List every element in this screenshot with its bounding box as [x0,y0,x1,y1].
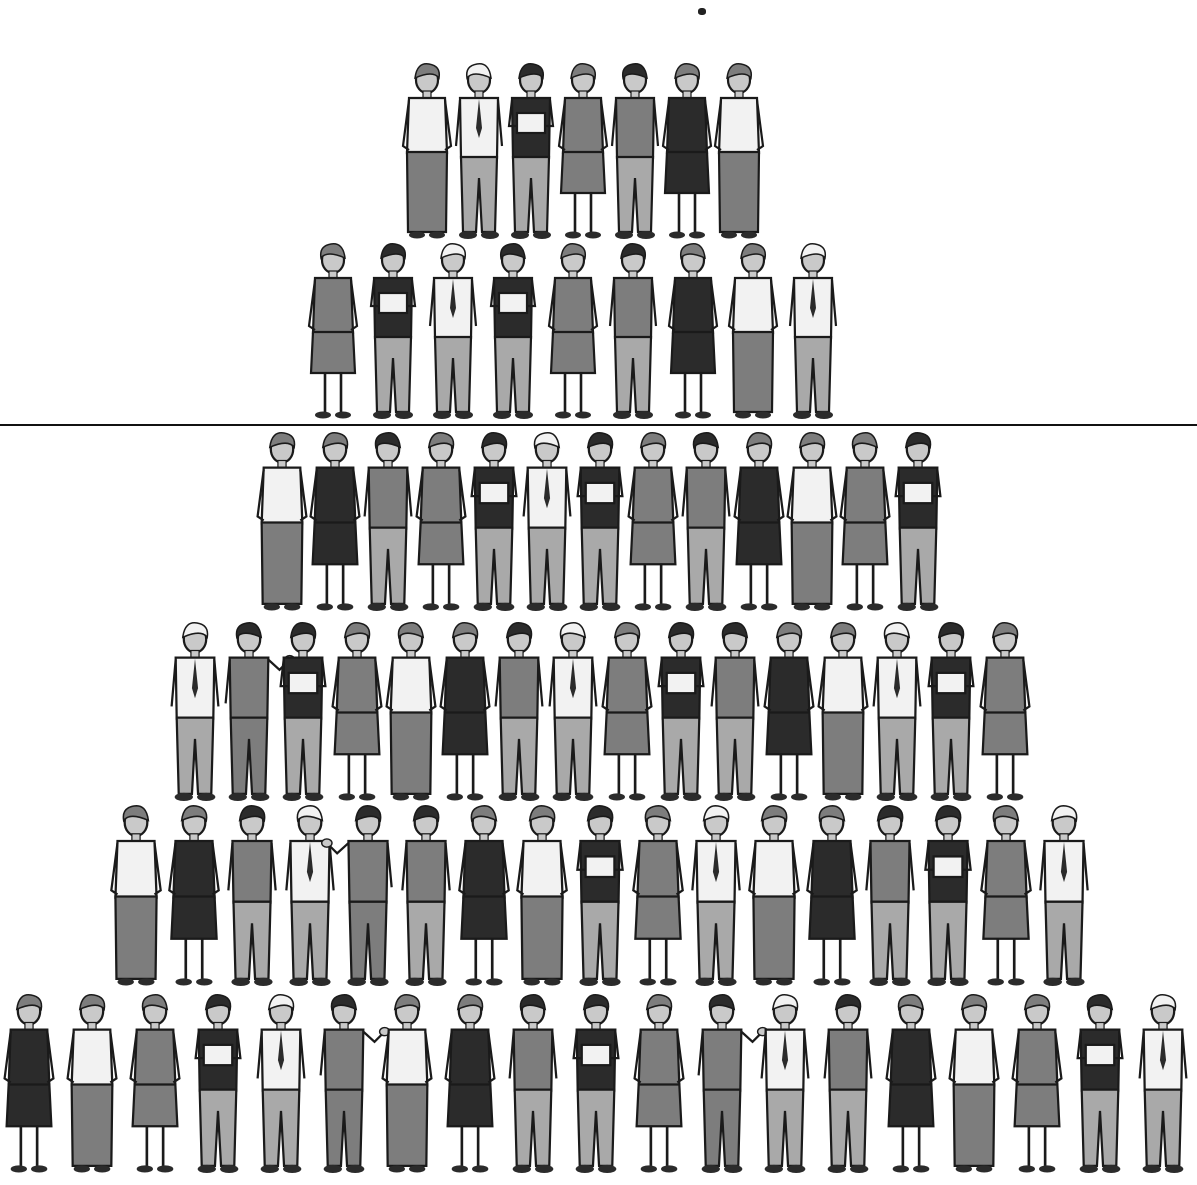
person-figure [950,995,999,1173]
ink-speck [698,8,706,15]
person-figure [610,244,656,419]
person-figure [5,995,54,1173]
pyramid-row-1 [403,64,763,239]
person-figure [762,995,809,1173]
person-figure [659,623,704,801]
person-figure [1140,995,1187,1173]
person-figure [699,995,768,1173]
person-figure [981,806,1030,986]
person-figure [692,806,739,986]
person-figure [322,806,392,986]
horizontal-divider-line [0,424,1197,426]
person-figure [169,806,218,986]
person-figure [258,433,307,611]
person-figure [577,806,622,986]
person-figure [510,995,557,1173]
pyramid-row-3 [258,433,941,611]
person-figure [402,806,449,986]
person-figure [981,623,1030,801]
person-figure [1078,995,1123,1173]
person-figure [841,433,890,611]
person-figure [874,623,921,801]
person-figure [866,806,913,986]
pyramid-row-6 [5,995,1187,1173]
person-figure [131,995,180,1173]
person-figure [790,244,836,419]
person-figure [1013,995,1062,1173]
person-figure [559,64,607,239]
person-figure [309,244,357,419]
person-figure [788,433,837,611]
person-figure [111,806,160,986]
person-figure [371,244,415,419]
person-figure [403,64,451,239]
person-figure [669,244,717,419]
person-figure [387,623,436,801]
person-figure [491,244,535,419]
person-figure [446,995,495,1173]
person-figure [472,433,517,611]
person-figure [196,995,241,1173]
person-figure [635,995,684,1173]
person-figure [68,995,117,1173]
person-figure [633,806,682,986]
person-figure [258,995,305,1173]
person-figure [578,433,623,611]
pyramid-row-2 [309,244,836,419]
person-figure [929,623,974,801]
person-figure [517,806,566,986]
person-figure [663,64,711,239]
person-figure [228,806,275,986]
person-figure [825,995,872,1173]
person-figure [311,433,360,611]
person-figure [321,995,390,1173]
person-figure [365,433,412,611]
person-figure [524,433,571,611]
person-figure [612,64,658,239]
person-figure [549,244,597,419]
person-figure [333,623,382,801]
person-figure [749,806,798,986]
person-figure [550,623,597,801]
person-figure [603,623,652,801]
person-figure [1040,806,1087,986]
person-figure [172,623,219,801]
person-figure [286,806,333,986]
person-figure [712,623,759,801]
person-figure [765,623,814,801]
person-figure [441,623,490,801]
person-figure [430,244,476,419]
person-figure [819,623,868,801]
person-figure [281,623,326,801]
person-figure [683,433,730,611]
person-figure [574,995,619,1173]
person-figure [496,623,543,801]
person-figure [456,64,502,239]
pyramid-row-5 [111,806,1087,986]
person-figure [715,64,763,239]
person-figure [925,806,970,986]
person-figure [807,806,856,986]
person-figure [459,806,508,986]
person-figure [509,64,553,239]
person-figure [383,995,432,1173]
pyramid-row-4 [172,623,1030,801]
person-figure [729,244,777,419]
person-figure [887,995,936,1173]
person-figure [896,433,941,611]
person-figure [417,433,466,611]
person-figure [735,433,784,611]
person-figure [629,433,678,611]
